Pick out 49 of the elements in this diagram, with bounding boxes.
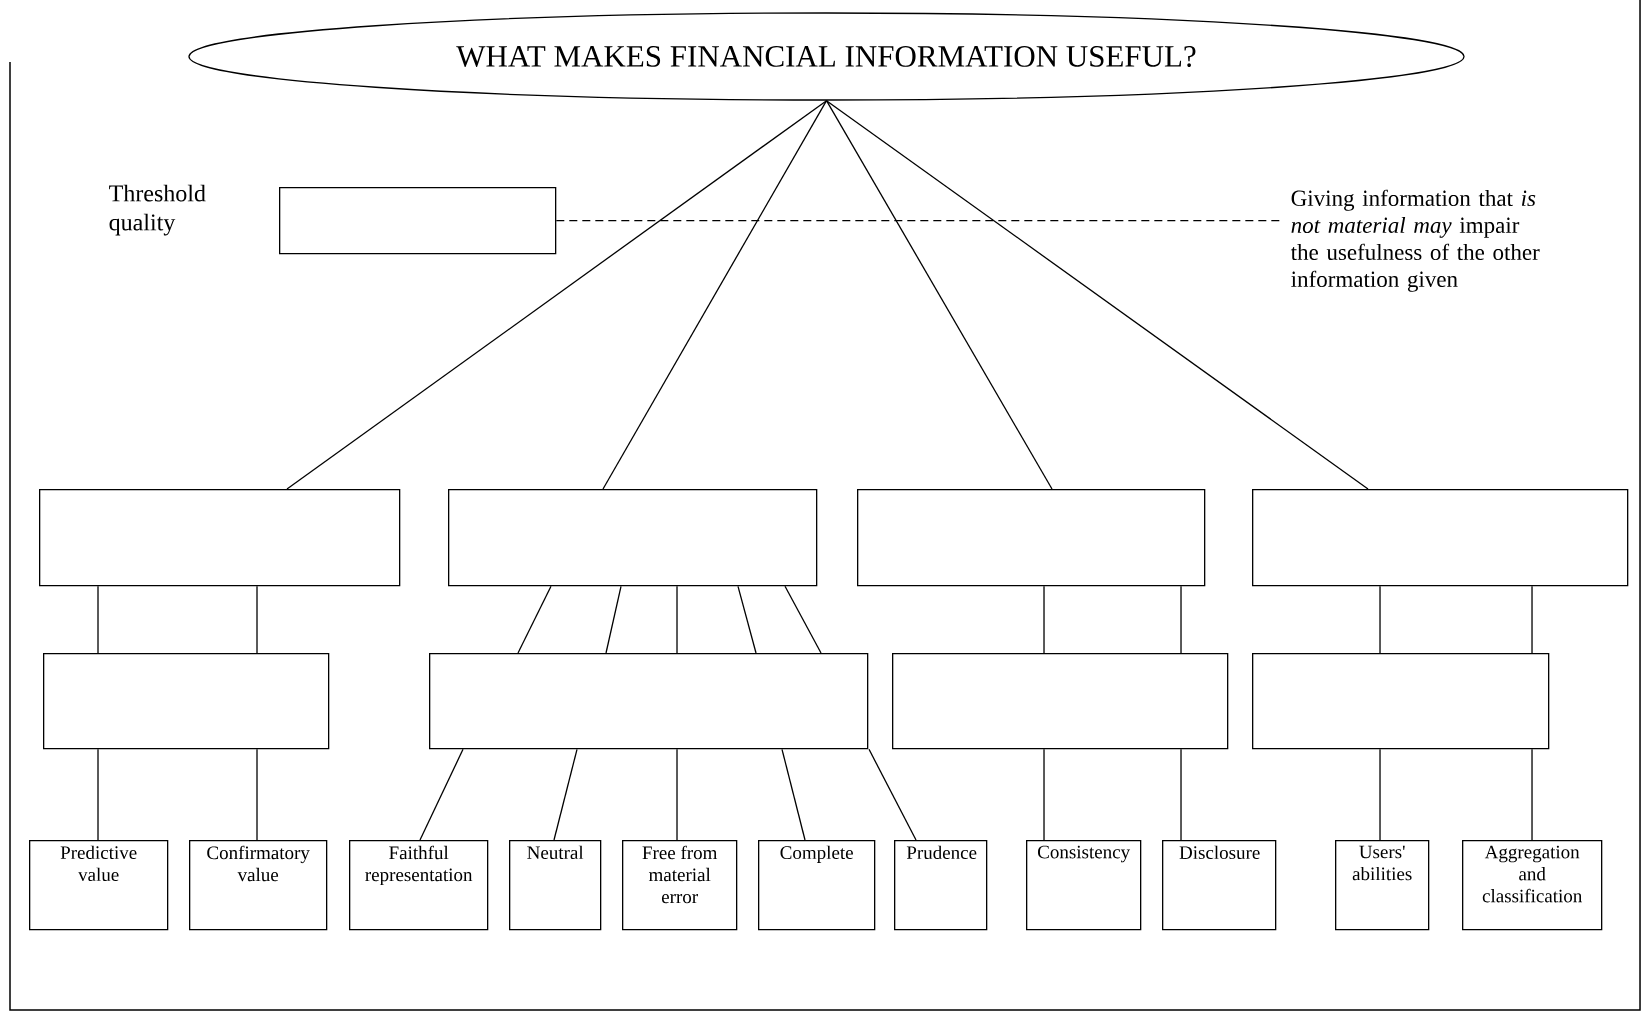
quality-box: Consistency [1026,840,1142,931]
connector-line [1043,585,1045,654]
quality-box: Free from material error [622,840,738,931]
connector-line [784,585,822,654]
connector-line [676,748,678,841]
connector-line [1531,585,1533,654]
connector-line [517,585,552,654]
empty-box [1252,653,1550,750]
empty-box [448,489,818,587]
connector-line [676,585,678,654]
connector-line [1379,748,1381,841]
connector-line [602,100,828,490]
connector-line [97,585,99,654]
quality-box: Aggregation and classification [1462,840,1603,931]
connector-line [825,100,1369,490]
empty-box [1252,489,1629,587]
dashed-leader-line [555,220,1281,222]
quality-box: Prudence [894,840,988,931]
empty-box [857,489,1206,587]
quality-box: Faithful representation [349,840,489,931]
note-text: Giving information that is not material may impair the usefulness of the other information given [1290,189,1540,292]
connector-line [1180,748,1182,841]
connector-line [825,100,1053,490]
connector-line [553,748,578,841]
empty-box [39,489,401,587]
quality-box: Neutral [509,840,602,931]
quality-box: Confirmatory value [189,840,328,931]
connector-line [256,585,258,654]
quality-box: Predictive value [29,840,169,931]
connector-line [737,585,757,654]
empty-box [279,187,557,255]
quality-box: Users' abilities [1335,840,1430,931]
empty-box [429,653,869,750]
connector-line [781,748,806,841]
connector-line [1043,748,1045,841]
connector-line [1180,585,1182,654]
connector-line [256,748,258,841]
connector-line [419,748,464,841]
connector-line [605,585,622,654]
connector-line [286,100,828,490]
quality-box: Complete [758,840,876,931]
connector-line [1531,748,1533,841]
empty-box [43,653,330,750]
connector-line [868,748,917,841]
connector-line [97,748,99,841]
connector-line [1379,585,1381,654]
quality-box: Disclosure [1162,840,1277,931]
side-label: Threshold quality [109,184,206,236]
empty-box [892,653,1229,750]
